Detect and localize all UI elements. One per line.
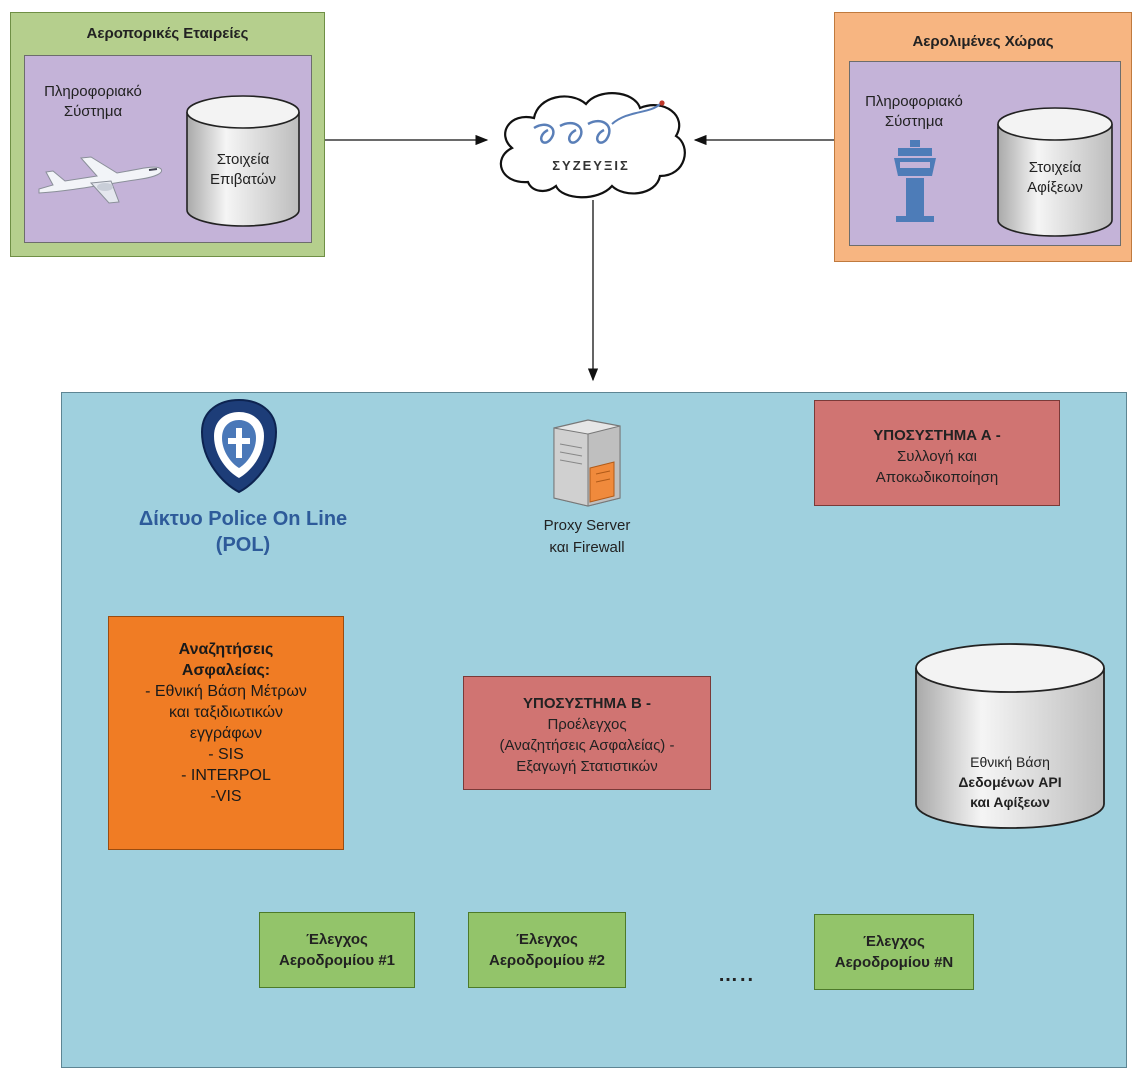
subsystem-a-title: ΥΠΟΣΥΣΤΗΜΑ Α - [873,427,1001,444]
database-icon [186,95,300,227]
subsystem-b-line3: Εξαγωγή Στατιστικών [516,758,658,775]
subsystem-a-line2: Αποκωδικοποίηση [875,469,999,486]
airports-system-label: Πληροφοριακό Σύστημα [852,92,976,132]
airplane-icon [38,156,163,204]
proxy-label: Proxy Server και Firewall [500,515,674,559]
national-db-line1: Εθνική Βάση [970,754,1050,770]
database-icon [915,643,1105,829]
cloud-icon [499,92,686,199]
subsystem-b-line2: (Αναζητήσεις Ασφαλείας) - [499,737,675,754]
database-icon [997,107,1113,237]
security-title-line1: Αναζητήσεις [178,641,274,658]
passenger-db-line1: Στοιχεία [216,151,270,168]
syzefxis-logo-text: ΣΥΖΕΥΞΙΣ [552,158,630,173]
pol-title-line1: Δίκτυο Police On Line [138,508,348,530]
national-db-label: Εθνική Βάση Δεδομένων API και Αφίξεων [914,752,1106,812]
security-item: -VIS [210,788,242,805]
subsystem-b-line1: Προέλεγχος [547,716,627,733]
passenger-data-db: Στοιχεία Επιβατών [185,94,301,228]
check-line1: Έλεγχος [863,933,925,950]
control-tower-icon [894,140,936,222]
airlines-system-line1: Πληροφοριακό [44,83,142,100]
pol-title: Δίκτυο Police On Line (POL) [100,506,386,558]
airlines-inner-panel: Πληροφοριακό Σύστημα Στοιχεία Επιβατών [24,55,312,243]
subsystem-a-box: ΥΠΟΣΥΣΤΗΜΑ Α - Συλλογή και Αποκωδικοποίη… [814,400,1060,506]
security-item: - INTERPOL [181,767,271,784]
passenger-db-line2: Επιβατών [210,171,276,188]
airport-check-box-n: Έλεγχος Αεροδρομίου #N [814,914,974,990]
airlines-system-line2: Σύστημα [63,103,123,120]
airports-system-line2: Σύστημα [884,113,944,130]
national-db-line3: και Αφίξεων [970,794,1050,810]
airlines-title: Αεροπορικές Εταιρείες [86,25,249,42]
ellipsis-label: ….. [718,964,756,986]
airports-system-line1: Πληροφοριακό [865,93,963,110]
airlines-box: Αεροπορικές Εταιρείες Πληροφοριακό Σύστη… [10,12,325,257]
check-line1: Έλεγχος [306,931,368,948]
check-line2: Αεροδρομίου #1 [278,952,396,969]
proxy-line2: και Firewall [549,539,625,556]
national-db-line2: Δεδομένων API [958,774,1062,790]
subsystem-b-title: ΥΠΟΣΥΣΤΗΜΑ Β - [523,695,651,712]
security-item: και ταξιδιωτικών [168,704,283,721]
arrivals-db-line2: Αφίξεων [1027,179,1083,196]
passenger-data-label: Στοιχεία Επιβατών [185,150,301,190]
pol-title-line2: (POL) [215,534,271,556]
check-line1: Έλεγχος [516,931,578,948]
server-icon [553,419,621,507]
airlines-system-label: Πληροφοριακό Σύστημα [33,82,153,122]
check-line2: Αεροδρομίου #N [834,954,954,971]
security-searches-box: Αναζητήσεις Ασφαλείας: - Εθνική Βάση Μέτ… [108,616,344,850]
subsystem-a-line1: Συλλογή και [897,448,977,465]
security-item: - SIS [208,746,244,763]
arrivals-db-line1: Στοιχεία [1028,159,1082,176]
subsystem-b-box: ΥΠΟΣΥΣΤΗΜΑ Β - Προέλεγχος (Αναζητήσεις Α… [463,676,711,790]
national-database: Εθνική Βάση Δεδομένων API και Αφίξεων [914,640,1106,830]
syzefxis-cloud: ΣΥΖΕΥΞΙΣ [488,84,693,202]
airport-check-box-1: Έλεγχος Αεροδρομίου #1 [259,912,415,988]
arrivals-data-db: Στοιχεία Αφίξεων [996,106,1114,240]
airport-check-box-2: Έλεγχος Αεροδρομίου #2 [468,912,626,988]
check-line2: Αεροδρομίου #2 [488,952,606,969]
hellenic-police-badge-icon [200,398,278,494]
arrivals-data-label: Στοιχεία Αφίξεων [996,158,1114,198]
proxy-line1: Proxy Server [543,517,631,534]
airports-box: Αερολιμένες Χώρας Πληροφοριακό Σύστημα [834,12,1132,262]
security-title-line2: Ασφαλείας: [181,662,271,679]
airports-inner-panel: Πληροφοριακό Σύστημα Στοιχεία [849,61,1121,246]
airports-title: Αερολιμένες Χώρας [912,33,1054,50]
security-item: - Εθνική Βάση Μέτρων [145,683,307,700]
security-item: εγγράφων [189,725,263,742]
